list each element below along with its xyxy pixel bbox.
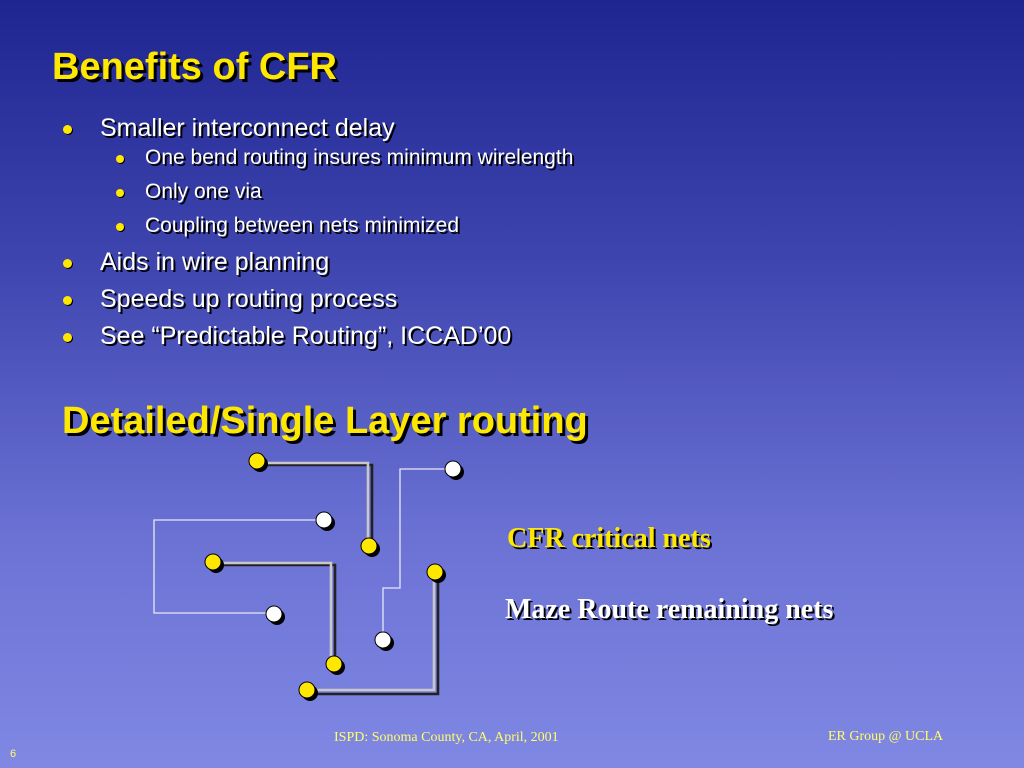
- sub-bullet-text: Coupling between nets minimized: [145, 214, 460, 237]
- bullet-item: See “Predictable Routing”, ICCAD’00: [60, 320, 960, 352]
- footer-group: ER Group @ UCLA: [828, 729, 944, 744]
- sub-bullet-text: One bend routing insures minimum wirelen…: [145, 146, 574, 169]
- cfr-net: [307, 573, 440, 696]
- sub-bullet-item: Coupling between nets minimized: [116, 212, 960, 239]
- cfr-pin: [298, 681, 318, 701]
- cfr-net-wire: [307, 573, 436, 692]
- cfr-net-wire-shadow: [309, 575, 440, 696]
- bullet-item: Aids in wire planning: [60, 246, 960, 278]
- maze-route-label: Maze Route remaining nets: [505, 594, 834, 625]
- cfr-net: [258, 461, 374, 551]
- bullet-text: Smaller interconnect delay: [100, 114, 395, 142]
- sub-bullet-item: One bend routing insures minimum wirelen…: [116, 144, 960, 171]
- slide-title: Benefits of CFR: [52, 46, 337, 88]
- maze-pin: [374, 631, 394, 651]
- bullet-dot-icon: [116, 223, 124, 231]
- bullet-text: See “Predictable Routing”, ICCAD’00: [100, 322, 512, 350]
- maze-net-wire: [382, 468, 453, 640]
- bullet-item: Speeds up routing process: [60, 283, 960, 315]
- footer-conference: ISPD: Sonoma County, CA, April, 2001: [334, 730, 559, 745]
- bullet-item: Smaller interconnect delay One bend rout…: [60, 112, 960, 239]
- maze-net-wire: [153, 519, 325, 614]
- bullet-dot-icon: [63, 125, 72, 134]
- maze-pin: [444, 460, 464, 480]
- cfr-net-wire: [258, 461, 370, 547]
- bullet-dot-icon: [63, 296, 72, 305]
- cfr-net-wire-shadow: [215, 563, 337, 667]
- bullet-list: Smaller interconnect delay One bend rout…: [60, 112, 960, 357]
- bullet-text: Speeds up routing process: [100, 285, 398, 313]
- cfr-critical-nets-label: CFR critical nets: [507, 523, 711, 554]
- maze-pin: [265, 605, 285, 625]
- cfr-pin: [360, 537, 380, 557]
- sub-bullet-item: Only one via: [116, 178, 960, 205]
- cfr-pin: [325, 655, 345, 675]
- slide-number: 6: [10, 748, 17, 760]
- bullet-dot-icon: [63, 259, 72, 268]
- bullet-dot-icon: [116, 155, 124, 163]
- maze-pin: [315, 511, 335, 531]
- cfr-net: [213, 561, 337, 667]
- cfr-net-wire: [213, 561, 333, 663]
- bullet-text: Aids in wire planning: [100, 248, 330, 276]
- sub-bullet-list: One bend routing insures minimum wirelen…: [100, 144, 960, 239]
- cfr-pin: [248, 452, 268, 472]
- section-title: Detailed/Single Layer routing: [62, 400, 588, 442]
- sub-bullet-text: Only one via: [145, 180, 262, 203]
- cfr-net-wire-shadow: [260, 463, 374, 551]
- bullet-dot-icon: [63, 333, 72, 342]
- cfr-pin: [204, 553, 224, 573]
- cfr-pin: [426, 563, 446, 583]
- bullet-dot-icon: [116, 189, 124, 197]
